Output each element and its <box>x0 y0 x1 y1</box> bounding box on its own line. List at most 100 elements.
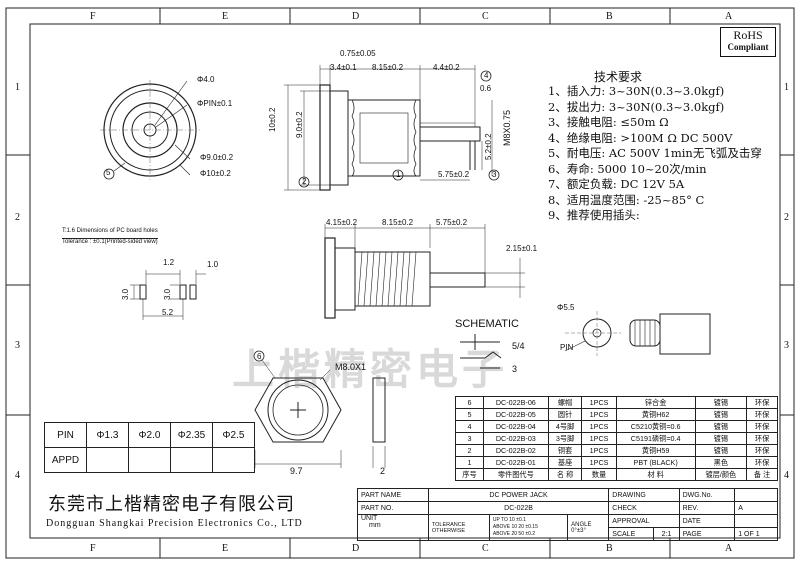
tb-part-name: DC POWER JACK <box>427 488 610 502</box>
zone-row-2: 2 <box>15 212 20 223</box>
bom-header-cell: 数量 <box>581 468 617 481</box>
side-dim-815: 8.15±0.2 <box>372 63 404 72</box>
bom-cell: 螺帽 <box>547 396 583 409</box>
lower-side-view <box>324 224 525 319</box>
nut-width: 9.7 <box>290 466 303 476</box>
bom-cell: 镀锡 <box>694 432 748 445</box>
bom-cell: 2 <box>455 444 484 457</box>
bom-cell: 5 <box>455 408 484 421</box>
pin-cell: Φ2.35 <box>170 422 213 448</box>
bom-cell: 4 <box>455 420 484 433</box>
pcb-dim-30b: 3.0 <box>163 288 172 300</box>
bom-cell: 铜套 <box>547 444 583 457</box>
tb-scale: 2:1 <box>653 527 680 541</box>
zone-row-2-right: 2 <box>784 212 789 223</box>
bom-cell: 3 <box>455 432 484 445</box>
zone-col-d: D <box>352 11 360 22</box>
bom-header-cell: 名 称 <box>547 468 583 481</box>
bom-cell: C5191磷铜=0.4 <box>615 432 696 445</box>
zone-row-4: 4 <box>15 470 20 481</box>
lower-dim-815: 8.15±0.2 <box>382 218 414 227</box>
bom-cell: 黄铜H59 <box>615 444 696 457</box>
schematic-pin-3: 3 <box>512 364 518 374</box>
side-dim-thread: M8X0.75 <box>502 109 512 146</box>
bom-cell: 3号脚 <box>547 432 583 445</box>
pin-cell <box>170 447 213 473</box>
bom-cell: 环保 <box>746 420 778 433</box>
bom-cell: DC-022B-01 <box>482 456 549 469</box>
bom-header-cell: 序号 <box>455 468 484 481</box>
tb-dwg-no: DWG.No. <box>678 488 736 502</box>
bom-cell: 1PCS <box>581 456 617 469</box>
bom-cell: 圆针 <box>547 408 583 421</box>
bom-cell: DC-022B-04 <box>482 420 549 433</box>
tb-scale-label: SCALE <box>608 527 655 541</box>
zone-row-3-right: 3 <box>784 340 789 351</box>
nut-thread: M8.0X1 <box>335 362 367 372</box>
tech-requirements: 1、插入力: 3~30N(0.3~3.0kgf) 2、拔出力: 3~30N(0.… <box>548 84 762 224</box>
pcb-dim-12: 1.2 <box>163 258 175 267</box>
tb-rev-label: REV. <box>678 501 736 515</box>
zone-col-f-bottom: F <box>90 543 96 554</box>
tb-tol-values: UP TO 10 ±0.1 ABOVE 10 20 ±0.15 ABOVE 20… <box>488 514 569 541</box>
side-view <box>284 65 500 191</box>
tb-drawing: DRAWING <box>608 488 680 502</box>
bom-cell: 环保 <box>746 444 778 457</box>
side-dim-075: 0.75±0.05 <box>340 49 376 58</box>
bom-cell: DC-022B-06 <box>482 396 549 409</box>
pcb-title: T:1.6 Dimensions of PC board holes <box>62 228 158 234</box>
bom-cell: 镀锡 <box>694 396 748 409</box>
front-dia-9: Φ9.0±0.2 <box>200 153 234 162</box>
tb-unit-label: UNIT <box>361 515 378 522</box>
pcb-dim-10: 1.0 <box>207 260 219 269</box>
zone-col-e-bottom: E <box>222 543 229 554</box>
pin-cell: Φ2.5 <box>212 422 255 448</box>
bom-cell: 镀锡 <box>694 420 748 433</box>
front-view <box>100 80 200 180</box>
lower-dim-575: 5.75±0.2 <box>436 218 468 227</box>
callout-1: 1 <box>396 170 401 179</box>
tb-part-name-label: PART NAME <box>357 488 429 502</box>
bom-cell: 1PCS <box>581 432 617 445</box>
tb-tol-label: TOLERANCE <box>431 521 466 528</box>
plug-pin: PIN <box>560 343 574 352</box>
side-dim-52: 5.2±0.2 <box>484 133 493 160</box>
callout-2: 2 <box>302 177 307 186</box>
front-dia-10: Φ10±0.2 <box>200 169 231 178</box>
bom-cell: 黄铜H62 <box>615 408 696 421</box>
schematic-pin-54: 5/4 <box>512 341 525 351</box>
plug-dia: Φ5.5 <box>557 303 575 312</box>
side-dim-34: 3.4±0.1 <box>330 63 357 72</box>
zone-col-e: E <box>222 11 229 22</box>
tb-approval: APPROVAL <box>608 514 680 528</box>
zone-row-1-right: 1 <box>784 82 789 93</box>
tb-rev: A <box>734 501 778 515</box>
pin-cell <box>128 447 171 473</box>
zone-col-c: C <box>482 11 489 22</box>
tb-angle-value: 0°±3° <box>571 527 586 534</box>
callout-5: 5 <box>106 168 111 177</box>
bom-cell: 环保 <box>746 432 778 445</box>
tb-angle: ANGLE 0°±3° <box>567 514 610 541</box>
bom-cell: DC-022B-02 <box>482 444 549 457</box>
bom-header-cell: 材 料 <box>615 468 696 481</box>
zone-col-a: A <box>725 11 733 22</box>
bom-cell: DC-022B-05 <box>482 408 549 421</box>
bom-header-cell: 镀层/颜色 <box>694 468 748 481</box>
pin-cell: PIN <box>44 422 87 448</box>
tb-tol3: ABOVE 20 50 ±0.2 <box>492 531 536 537</box>
tech-item: 4、绝缘电阻: >100M Ω DC 500V <box>548 130 733 145</box>
tb-check: CHECK <box>608 501 680 515</box>
lower-dim-215: 2.15±0.1 <box>506 244 538 253</box>
zone-col-a-bottom: A <box>725 543 733 554</box>
pin-cell <box>212 447 255 473</box>
bom-cell: 镀锡 <box>694 408 748 421</box>
schematic-title: SCHEMATIC <box>455 318 519 330</box>
zone-col-d-bottom: D <box>352 543 360 554</box>
tb-unit: UNIT mm <box>357 514 429 541</box>
rohs-compliant: Compliant <box>727 42 769 52</box>
